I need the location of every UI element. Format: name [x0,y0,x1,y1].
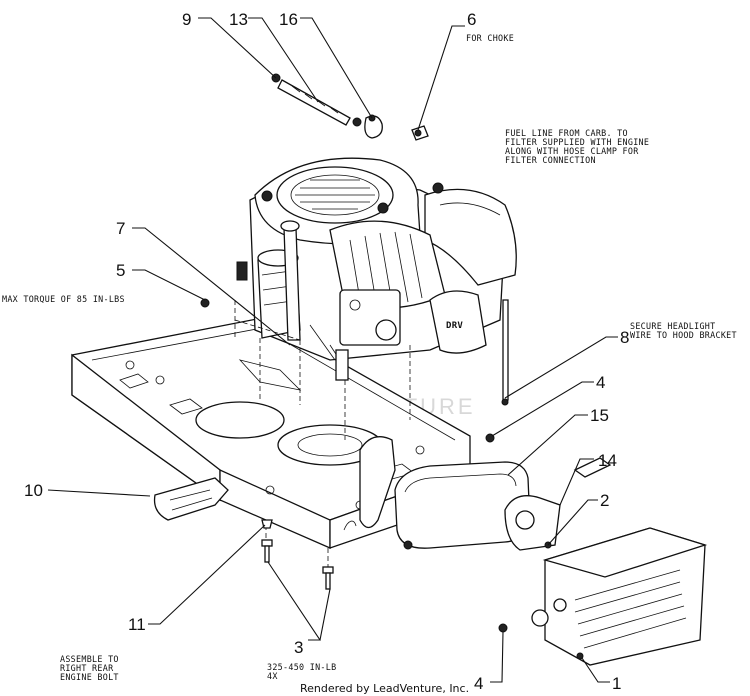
bolt-5 [200,298,210,308]
callout-14: 14 [598,451,617,470]
note-assemble-1: ASSEMBLE TO [60,654,119,664]
callout-5: 5 [116,261,125,280]
note-fuel-line-2: FILTER SUPPLIED WITH ENGINE [505,137,649,147]
callout-4-lower: 4 [474,674,483,693]
wire-clip [501,398,509,406]
note-choke: FOR CHOKE [466,33,514,43]
note-headlight-2: WIRE TO HOOD BRACKET [630,330,737,340]
callout-16: 16 [279,10,298,29]
muffler-guard [531,527,708,666]
callout-8: 8 [620,328,629,347]
mounting-bolts [261,519,508,633]
callout-9: 9 [182,10,191,29]
callout-2: 2 [600,491,609,510]
choke-linkage [271,73,429,141]
headlight-wire [502,299,509,401]
muffler [359,436,531,550]
note-fuel-line-4: FILTER CONNECTION [505,155,596,165]
note-headlight-1: SECURE HEADLIGHT [630,321,715,331]
note-max-torque: MAX TORQUE OF 85 IN-LBS [2,294,125,304]
engine-assembly: DRV [236,157,517,381]
callout-7: 7 [116,219,125,238]
note-torque-spec-1: 325-450 IN-LB [267,662,336,672]
svg-text:DRV: DRV [446,321,463,331]
callout-11: 11 [128,615,146,634]
muffler-heat-shield [504,457,612,551]
note-assemble-2: RIGHT REAR [60,663,114,673]
callout-numbers: 9 13 16 6 7 5 8 4 15 14 2 10 11 3 4 1 [24,10,629,693]
bracket [153,477,229,521]
diagram-notes: FOR CHOKE FUEL LINE FROM CARB. TO FILTER… [2,33,737,682]
callout-1: 1 [612,674,621,693]
note-fuel-line-1: FUEL LINE FROM CARB. TO [505,128,628,138]
callout-3: 3 [294,638,303,657]
callout-10: 10 [24,481,43,500]
leader-lines [47,17,618,683]
callout-15: 15 [590,406,609,425]
note-fuel-line-3: ALONG WITH HOSE CLAMP FOR [505,146,639,156]
callout-6: 6 [467,10,476,29]
note-torque-spec-2: 4X [267,671,278,681]
callout-13: 13 [229,10,248,29]
alignment-lines [234,300,411,570]
callout-4-upper: 4 [596,373,605,392]
note-assemble-3: ENGINE BOLT [60,672,119,682]
credit-text: Rendered by LeadVenture, Inc. [300,682,469,695]
